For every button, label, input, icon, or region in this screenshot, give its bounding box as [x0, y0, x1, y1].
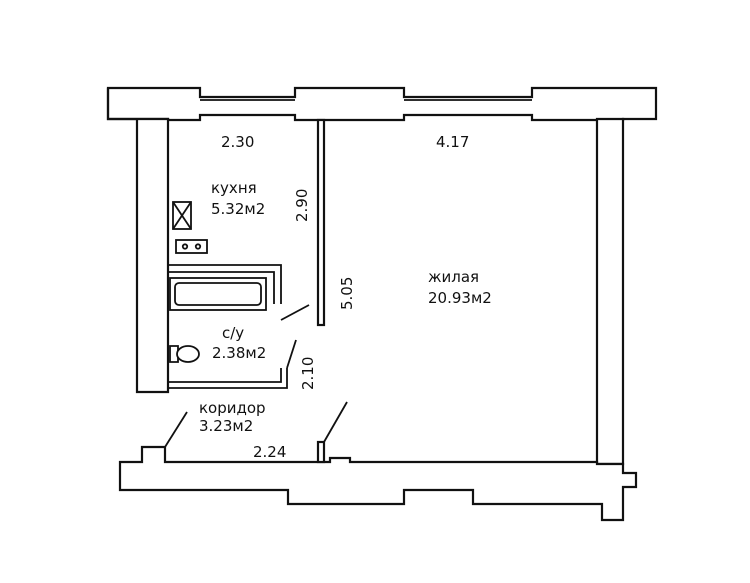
- stove-cross: [172, 201, 192, 230]
- bottom-wall: [118, 445, 638, 522]
- partition-stub: [316, 440, 326, 464]
- bath-top-wall: [168, 264, 282, 304]
- living-width-dim: 4.17: [436, 133, 469, 151]
- bathroom-name: с/у: [222, 324, 244, 342]
- right-wall: [595, 117, 625, 466]
- living-area: 20.93м2: [428, 289, 492, 307]
- door-swing: [323, 401, 348, 443]
- sink-drain: [181, 243, 189, 250]
- kitchen-width-dim: 2.30: [221, 133, 254, 151]
- living-depth-dim: 5.05: [338, 277, 356, 310]
- bath-bottom-wall: [168, 368, 288, 389]
- room-labels: кухня 5.32м2 жилая 20.93м2 с/у 2.38м2 ко…: [199, 179, 492, 435]
- kitchen-area: 5.32м2: [211, 200, 265, 218]
- toilet-tank-icon: [169, 345, 179, 363]
- bathtub-inner: [174, 282, 262, 306]
- bathroom-area: 2.38м2: [212, 344, 266, 362]
- top-wall: [106, 86, 658, 122]
- bath-depth-dim: 2.10: [299, 357, 317, 390]
- bath-door-swing: [280, 304, 310, 321]
- sink-drain: [194, 243, 202, 250]
- kitchen-name: кухня: [211, 179, 257, 197]
- interior-walls: [164, 118, 348, 464]
- toilet-icon: [176, 345, 200, 363]
- kitchen-depth-dim: 2.90: [293, 189, 311, 222]
- living-name: жилая: [428, 268, 479, 286]
- left-wall: [106, 88, 170, 394]
- corridor-width-dim: 2.24: [253, 443, 286, 461]
- partition-kitchen-living: [316, 118, 326, 327]
- sink-icon: [175, 239, 208, 254]
- entry-door-swing: [164, 411, 188, 448]
- dimension-labels: 2.30 4.17 2.24 2.90 5.05 2.10: [221, 133, 469, 461]
- exterior-walls: [106, 86, 658, 522]
- corridor-name: коридор: [199, 399, 266, 417]
- corridor-area: 3.23м2: [199, 417, 253, 435]
- fixtures: [169, 201, 267, 363]
- bath-door-swing-2: [286, 339, 297, 369]
